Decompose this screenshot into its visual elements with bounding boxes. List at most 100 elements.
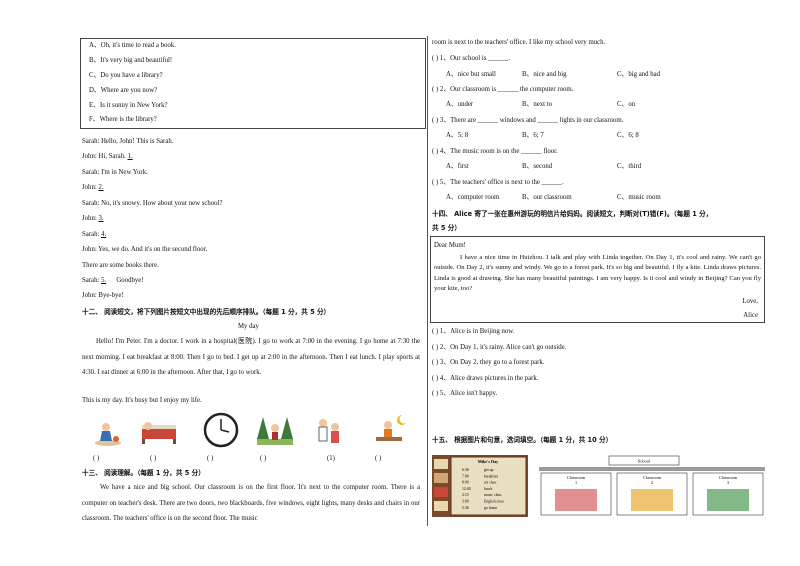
option-c: C、Do you have a library? — [89, 72, 163, 79]
order-blank[interactable]: ( ) — [207, 455, 214, 462]
schedule-time: 3:00 — [462, 500, 469, 504]
passage-title: My day — [238, 323, 259, 330]
section-14-heading: 十四、 Alice 寄了一张在惠州游玩的明信片给妈妈。阅读短文，判断对(T)错(… — [432, 210, 713, 218]
classroom-number: 2 — [651, 480, 653, 485]
choice[interactable]: C、6; 8 — [617, 132, 639, 139]
tf-item: ( ) 1、Alice is in Beijing now. — [432, 328, 515, 335]
option-d: D、Where are you now? — [89, 87, 158, 94]
question: ( ) 1、Our school is ______. — [432, 55, 511, 62]
dialogue-line: John: Yes, we do. And it's on the second… — [82, 246, 208, 253]
order-blank[interactable]: ( ) — [260, 455, 267, 462]
classroom-label: Classroom — [567, 475, 586, 480]
schedule-activity: go home — [484, 506, 497, 510]
column-divider — [427, 36, 428, 526]
pic-park-trees — [257, 417, 293, 445]
option-a: A、Oh, it's time to read a book. — [89, 42, 176, 49]
classroom-number: 3 — [727, 480, 729, 485]
blank-3[interactable]: 3. — [98, 215, 104, 222]
choice[interactable]: C、third — [617, 163, 642, 170]
dialogue-line: John: Hi, Sarah. 1. — [82, 153, 133, 160]
choice[interactable]: A、computer room — [446, 194, 500, 201]
dialogue-line: Sarah: 4. — [82, 231, 107, 238]
letter-signature: Alice — [743, 312, 758, 319]
schedule-activity: lunch — [484, 487, 493, 491]
classroom-picture — [555, 489, 597, 511]
choice[interactable]: A、5; 8 — [446, 132, 469, 139]
choice[interactable]: C、music room — [617, 194, 661, 201]
classroom-picture — [707, 489, 749, 511]
order-blank[interactable]: ( ) — [375, 455, 382, 462]
clock-icon — [203, 412, 239, 448]
tf-item: ( ) 3、On Day 2, they go to a forest park… — [432, 359, 545, 366]
schedule-activity: get up — [484, 468, 493, 472]
reading-text-continued: room is next to the teachers' office. I … — [432, 39, 606, 46]
question: ( ) 4、The music room is on the ______ fl… — [432, 148, 558, 155]
schedule-time: 5:30 — [462, 506, 469, 510]
school-label: School — [638, 459, 651, 464]
schedule-activity: art class — [484, 481, 497, 485]
dialogue-line: John: 3. — [82, 215, 104, 222]
dialogue-line: John: 2. — [82, 184, 104, 191]
choice[interactable]: A、first — [446, 163, 469, 170]
choice[interactable]: A、under — [446, 101, 474, 108]
schedule-time: 2:15 — [462, 493, 469, 497]
dialogue-line: John: Bye-bye! — [82, 292, 124, 299]
question: ( ) 3、There are ______ windows and _____… — [432, 117, 624, 124]
dialogue-line: Sarah: I'm in New York. — [82, 169, 148, 176]
tf-item: ( ) 2、On Day 1, it's rainy. Alice can't … — [432, 344, 567, 351]
choice[interactable]: C、big and bad — [617, 71, 661, 78]
choice[interactable]: B、second — [522, 163, 553, 170]
option-f: F、Where is the library? — [89, 116, 157, 123]
options-box: A、Oh, it's time to read a book. B、It's v… — [80, 38, 426, 129]
choice[interactable]: B、nice and big — [522, 71, 567, 78]
blank-4[interactable]: 4. — [101, 231, 107, 238]
pic-playing-sports — [95, 423, 121, 446]
passage-text: Hello! I'm Peter. I'm a doctor. I work i… — [82, 338, 420, 376]
tf-item: ( ) 4、Alice draws pictures in the park. — [432, 375, 539, 382]
schedule-time: 8:00 — [462, 481, 469, 485]
letter-closing: Love, — [742, 298, 758, 305]
question: ( ) 2、Our classroom is ______ the comput… — [432, 86, 574, 93]
order-blank[interactable]: ( ) — [93, 455, 100, 462]
schedule-time: 7:00 — [462, 474, 469, 478]
schedule-time: 6:30 — [462, 468, 469, 472]
blank-1[interactable]: 1. — [127, 153, 133, 160]
pic-sleeping-bed — [142, 422, 176, 444]
pic-eating-dinner-night — [376, 415, 406, 441]
order-blank-filled: (1) — [327, 455, 335, 462]
passage-ending: This is my day. It's busy but I enjoy my… — [82, 397, 202, 404]
section-14-heading-cont: 共 5 分） — [432, 224, 461, 232]
dialogue-line: Sarah: No, it's snowy. How about your ne… — [82, 200, 223, 207]
classroom-label: Classroom — [643, 475, 662, 480]
blank-5[interactable]: 5. — [101, 277, 107, 284]
schedule-activity: breakfast — [484, 474, 499, 478]
choice[interactable]: B、6; 7 — [522, 132, 544, 139]
reading-text: We have a nice and big school. Our class… — [82, 484, 420, 522]
section-12-heading: 十二、 阅读短文，将下列图片按短文中出现的先后顺序排队。（每题 1 分，共 5 … — [82, 308, 331, 316]
postcard-box: Dear Mum! I have a nice time in Huizhou.… — [430, 236, 765, 323]
option-e: E、Is it sunny in New York? — [89, 102, 168, 109]
choice[interactable]: B、our classroom — [522, 194, 572, 201]
classroom-label: Classroom — [719, 475, 738, 480]
classroom-picture — [631, 489, 673, 511]
blank-2[interactable]: 2. — [98, 184, 104, 191]
schedule-time: 12:00 — [462, 487, 471, 491]
choice[interactable]: B、next to — [522, 101, 553, 108]
choice[interactable]: C、on — [617, 101, 636, 108]
section-13-heading: 十三、 阅读理解。（每题 1 分，共 5 分） — [82, 469, 205, 477]
order-blank[interactable]: ( ) — [150, 455, 157, 462]
dialogue-line: Sarah: 5. Goodbye! — [82, 277, 144, 284]
schedule-activity: English class — [484, 500, 504, 504]
section-15-heading: 十五、 根据图片和句意，选词填空。（每题 1 分，共 10 分） — [432, 436, 613, 444]
letter-body: I have a nice time in Huizhou. I talk an… — [434, 254, 761, 292]
choice[interactable]: A、nice but small — [446, 71, 496, 78]
dialogue-line: Sarah: Hello, John! This is Sarah. — [82, 138, 174, 145]
classroom-number: 1 — [575, 480, 577, 485]
schedule-activity: music class — [484, 493, 502, 497]
tf-item: ( ) 5、Alice isn't happy. — [432, 390, 498, 397]
